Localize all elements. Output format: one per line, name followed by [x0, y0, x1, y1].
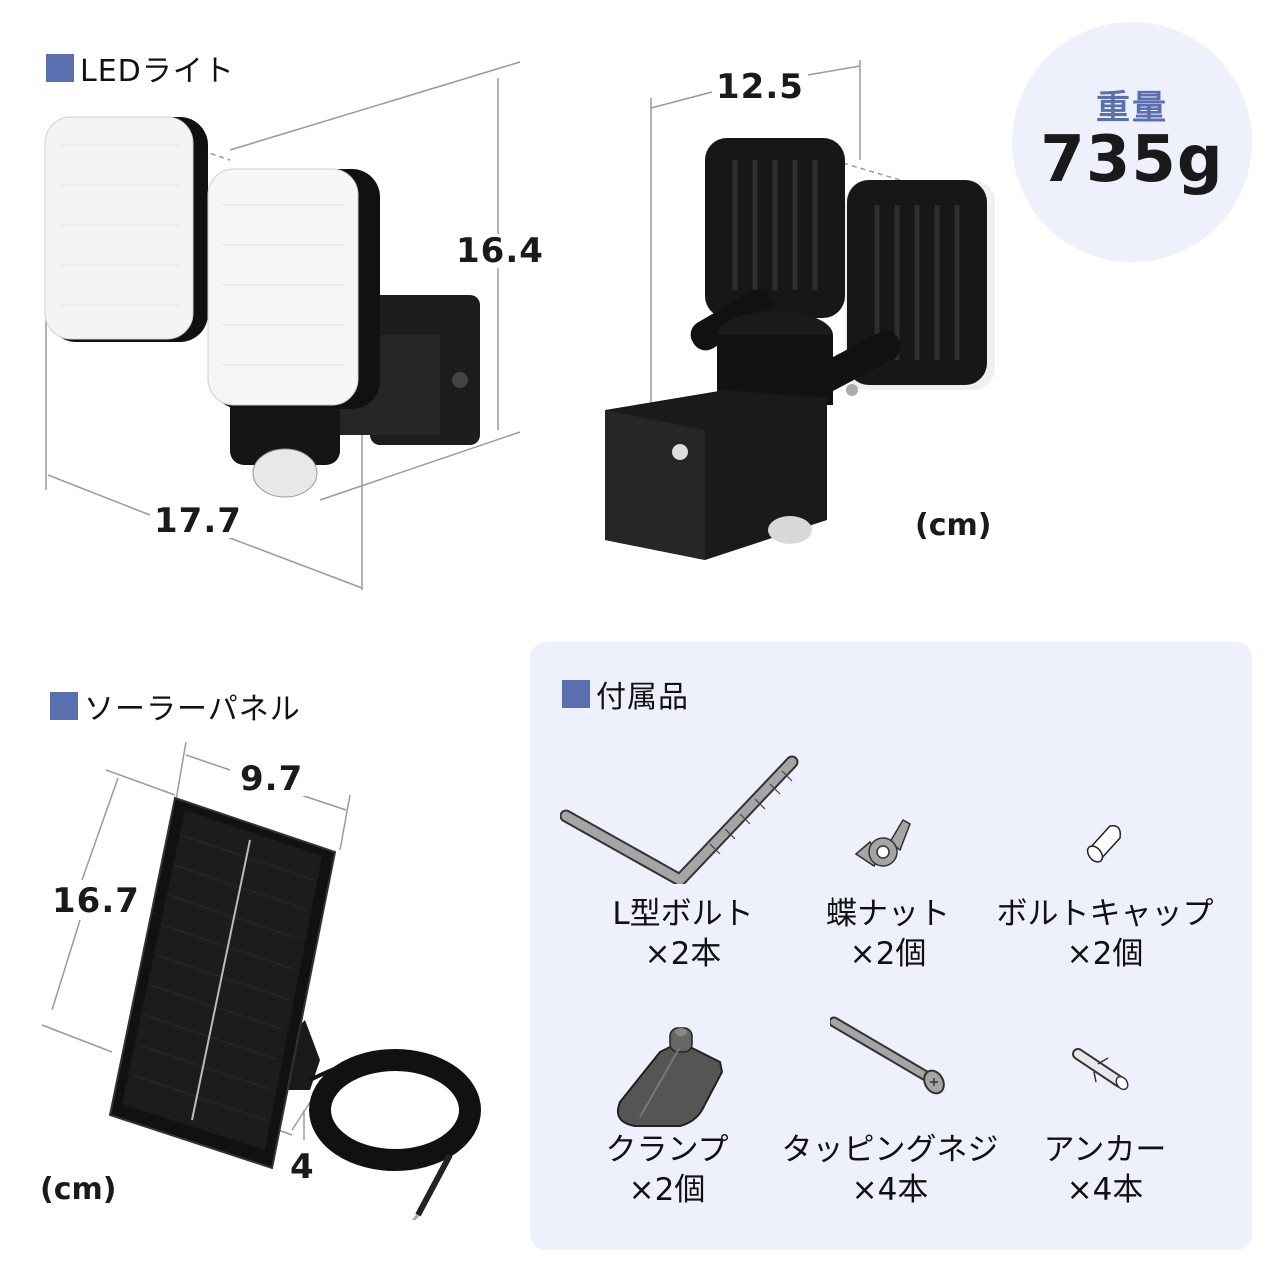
solar-depth-dimension: 4 — [286, 1150, 319, 1184]
heading-square-marker — [562, 680, 590, 708]
solar-height-dimension: 16.7 — [48, 884, 144, 918]
accessories-heading: 付属品 — [562, 672, 689, 716]
accessory-name: アンカー — [1043, 1132, 1167, 1168]
tapping-screw-icon — [830, 1016, 945, 1095]
accessory-name: ボルトキャップ — [996, 896, 1214, 932]
accessory-item: アンカー ×4本 — [990, 1130, 1220, 1211]
heading-square-marker — [50, 692, 78, 720]
led-light-front-image — [44, 116, 480, 498]
accessory-qty: ×2本 — [644, 936, 722, 973]
heading-square-marker — [46, 54, 74, 82]
wing-nut-icon — [854, 818, 911, 868]
solar-width-dimension: 9.7 — [236, 762, 308, 796]
solar-unit-label: (cm) — [40, 1172, 117, 1207]
weight-badge: 重量 735g — [1012, 22, 1252, 262]
accessory-item: クランプ ×2個 — [552, 1130, 782, 1211]
clamp-icon — [616, 1027, 724, 1127]
accessories-heading-text: 付属品 — [596, 680, 689, 715]
anchor-icon — [1072, 1048, 1129, 1091]
solar-heading-text: ソーラーパネル — [84, 692, 301, 727]
accessory-qty: ×2個 — [1066, 936, 1144, 973]
weight-label: 重量 — [1096, 87, 1168, 128]
solar-section-heading: ソーラーパネル — [50, 684, 301, 728]
accessory-qty: ×4本 — [1066, 1172, 1144, 1209]
accessory-name: 蝶ナット — [826, 896, 950, 932]
weight-value: 735g — [1040, 123, 1224, 198]
led-depth-dimension: 12.5 — [712, 70, 808, 104]
accessory-item: L型ボルト ×2本 — [568, 894, 798, 975]
accessory-qty: ×2個 — [849, 936, 927, 973]
accessories-panel: 付属品 L型ボルト ×2本 蝶ナット ×2個 ボルトキャップ ×2個 — [530, 642, 1252, 1250]
accessory-qty: ×2個 — [628, 1172, 706, 1209]
accessory-name: クランプ — [605, 1132, 729, 1168]
accessory-item: 蝶ナット ×2個 — [773, 894, 1003, 975]
accessory-item: タッピングネジ ×4本 — [775, 1130, 1005, 1211]
accessory-item: ボルトキャップ ×2個 — [990, 894, 1220, 975]
led-height-dimension: 16.4 — [452, 234, 548, 268]
led-unit-label: (cm) — [915, 508, 992, 543]
accessory-name: L型ボルト — [612, 896, 754, 932]
led-width-dimension: 17.7 — [150, 504, 246, 538]
solar-panel-image — [108, 796, 481, 1220]
accessory-qty: ×4本 — [851, 1172, 929, 1209]
bolt-cap-icon — [1086, 825, 1122, 863]
led-light-back-image — [605, 138, 995, 560]
accessory-name: タッピングネジ — [781, 1132, 999, 1168]
led-heading-text: LEDライト — [80, 54, 235, 89]
l-bolt-icon — [560, 755, 799, 884]
led-section-heading: LEDライト — [46, 46, 235, 90]
